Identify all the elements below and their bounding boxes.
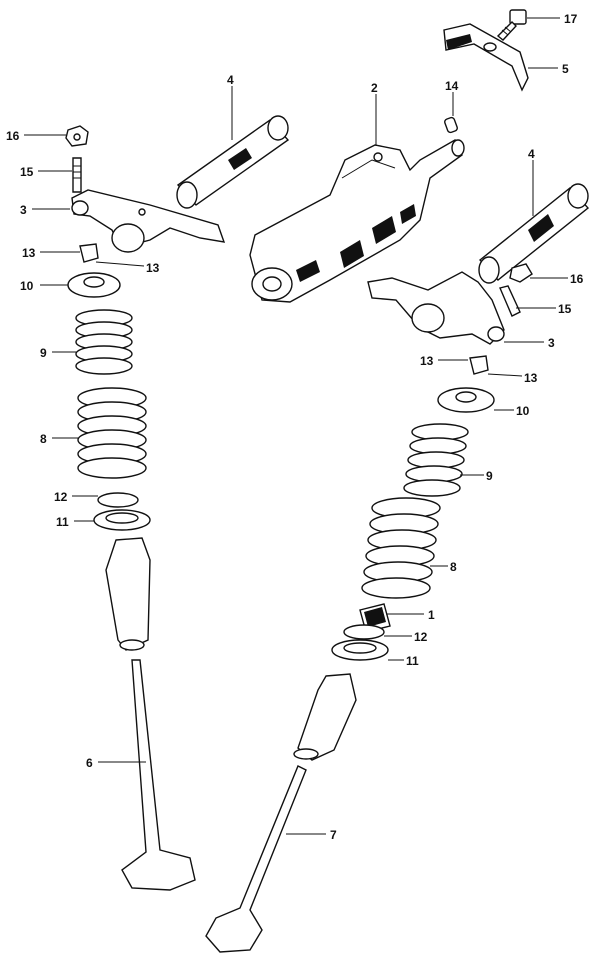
left-valve-stack xyxy=(67,243,196,891)
callout-label: 4 xyxy=(528,147,535,161)
callout-8-right: 8 xyxy=(430,560,457,574)
callout-13-left-b: 13 xyxy=(95,261,160,275)
callout-label: 13 xyxy=(420,354,434,368)
callout-label: 10 xyxy=(516,404,530,418)
callout-4-left: 4 xyxy=(227,73,234,140)
callout-13-left-a: 13 xyxy=(22,246,80,260)
callout-label: 6 xyxy=(86,756,93,770)
callout-label: 15 xyxy=(558,302,572,316)
callout-10-right: 10 xyxy=(494,404,530,418)
callout-label: 7 xyxy=(330,828,337,842)
callout-label: 12 xyxy=(414,630,428,644)
callout-11-left: 11 xyxy=(56,515,94,529)
rocker-arm-right-part xyxy=(367,263,533,345)
callout-10-left: 10 xyxy=(20,279,68,293)
callout-label: 5 xyxy=(562,62,569,76)
callout-label: 12 xyxy=(54,490,68,504)
callout-12-right: 12 xyxy=(384,630,428,644)
bracket-part xyxy=(443,23,529,92)
callout-4-right: 4 xyxy=(528,147,535,216)
callout-label: 2 xyxy=(371,81,378,95)
callout-13-right-b: 13 xyxy=(487,371,538,385)
callout-label: 10 xyxy=(20,279,34,293)
rocker-arm-left-part xyxy=(65,125,226,253)
callout-8-left: 8 xyxy=(40,432,78,446)
callout-label: 11 xyxy=(406,654,419,668)
callout-label: 3 xyxy=(20,203,27,217)
callout-16-right: 16 xyxy=(530,272,584,286)
bolt-part xyxy=(496,9,527,41)
callout-label: 1 xyxy=(428,608,435,622)
callout-label: 14 xyxy=(445,79,459,93)
rocker-shaft-right-part xyxy=(478,183,590,284)
callout-9-left: 9 xyxy=(40,346,76,360)
callout-15-left: 15 xyxy=(20,165,72,179)
callout-label: 13 xyxy=(146,261,160,275)
callout-label: 11 xyxy=(56,515,69,529)
callout-label: 3 xyxy=(548,336,555,350)
callout-12-left: 12 xyxy=(54,490,98,504)
callout-label: 9 xyxy=(486,469,493,483)
callout-label: 13 xyxy=(22,246,36,260)
callout-2: 2 xyxy=(371,81,378,146)
callout-label: 15 xyxy=(20,165,34,179)
callout-17: 17 xyxy=(527,12,578,26)
callout-1: 1 xyxy=(386,608,435,622)
callout-9-right: 9 xyxy=(460,469,493,483)
right-valve-stack xyxy=(205,355,495,953)
callout-16-left: 16 xyxy=(6,129,66,143)
callout-label: 13 xyxy=(524,371,538,385)
callout-15-right: 15 xyxy=(516,302,572,316)
callout-7: 7 xyxy=(286,828,337,842)
callout-3-left: 3 xyxy=(20,203,70,217)
callout-11-right: 11 xyxy=(388,654,419,668)
callout-13-right-a: 13 xyxy=(420,354,468,368)
callout-3-right: 3 xyxy=(504,336,555,350)
callout-label: 8 xyxy=(40,432,47,446)
callout-6: 6 xyxy=(86,756,146,770)
rocker-shaft-left-part xyxy=(176,115,290,209)
callout-label: 16 xyxy=(570,272,584,286)
callout-label: 8 xyxy=(450,560,457,574)
callout-14: 14 xyxy=(445,79,459,116)
callout-5: 5 xyxy=(528,62,569,76)
dowel-pin-part xyxy=(444,116,458,134)
camshaft-part xyxy=(249,139,465,303)
callout-label: 17 xyxy=(564,12,578,26)
callout-label: 9 xyxy=(40,346,47,360)
callout-layer: 17 5 14 2 4 4 16 15 xyxy=(6,12,584,842)
callout-label: 16 xyxy=(6,129,20,143)
callout-label: 4 xyxy=(227,73,234,87)
